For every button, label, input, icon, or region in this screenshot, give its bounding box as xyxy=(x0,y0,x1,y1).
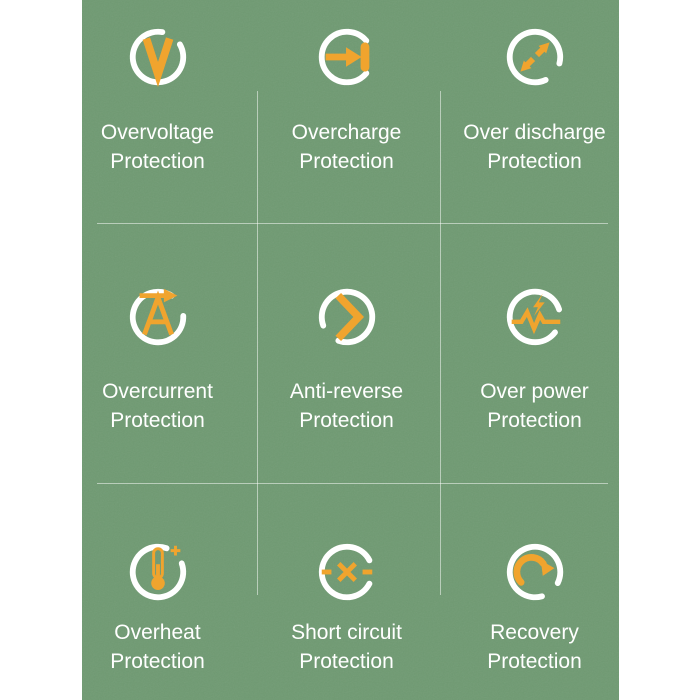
feature-line1: Overvoltage xyxy=(100,121,215,144)
green-panel: Overvoltage Protection Overcharge Protec… xyxy=(82,0,619,700)
feature-line1: Overheat xyxy=(114,621,201,644)
grid-divider-vertical xyxy=(440,91,441,595)
feature-cell-overcurrent: Overcurrent Protection xyxy=(82,223,245,483)
feature-label: Overheat Protection xyxy=(110,618,205,676)
feature-line1: Over power xyxy=(480,380,589,403)
feature-cell-short-circuit: Short circuit Protection xyxy=(255,483,438,700)
over-discharge-icon xyxy=(506,28,563,86)
overheat-icon xyxy=(129,543,186,601)
feature-cell-over-discharge: Over discharge Protection xyxy=(445,0,619,223)
feature-cell-anti-reverse: Anti-reverse Protection xyxy=(255,223,438,483)
feature-cell-over-power: Over power Protection xyxy=(445,223,619,483)
feature-cell-overcharge: Overcharge Protection xyxy=(255,0,438,223)
feature-cell-overheat: Overheat Protection xyxy=(82,483,245,700)
overcurrent-icon xyxy=(129,288,186,346)
feature-label: Anti-reverse Protection xyxy=(290,377,403,435)
feature-line2: Protection xyxy=(487,409,582,432)
feature-line2: Protection xyxy=(110,409,205,432)
grid-divider-horizontal xyxy=(97,223,608,224)
feature-label: Recovery Protection xyxy=(487,618,582,676)
feature-label: Overvoltage Protection xyxy=(101,118,214,176)
grid-divider-horizontal xyxy=(97,483,608,484)
feature-label: Overcharge Protection xyxy=(292,118,402,176)
feature-line1: Short circuit xyxy=(291,621,402,644)
feature-label: Short circuit Protection xyxy=(291,618,402,676)
feature-line2: Protection xyxy=(487,150,582,173)
over-power-icon xyxy=(506,288,562,346)
feature-row: Overheat Protection Short circuit Protec… xyxy=(82,483,619,700)
feature-cell-recovery: Recovery Protection xyxy=(445,483,619,700)
feature-line2: Protection xyxy=(110,150,205,173)
feature-line2: Protection xyxy=(487,650,582,673)
feature-line1: Overcharge xyxy=(291,121,402,144)
feature-line1: Recovery xyxy=(490,621,579,644)
feature-line1: Overcurrent xyxy=(102,380,213,403)
feature-row: Overcurrent Protection Anti-reverse Prot… xyxy=(82,223,619,483)
anti-reverse-icon xyxy=(318,288,375,346)
short-circuit-icon xyxy=(318,543,372,601)
feature-line2: Protection xyxy=(299,409,394,432)
feature-row: Overvoltage Protection Overcharge Protec… xyxy=(82,0,619,223)
overvoltage-icon xyxy=(129,28,186,88)
feature-cell-overvoltage: Overvoltage Protection xyxy=(82,0,245,223)
overcharge-icon xyxy=(318,28,369,86)
grid-divider-vertical xyxy=(257,91,258,595)
feature-label: Over power Protection xyxy=(480,377,589,435)
feature-grid: Overvoltage Protection Overcharge Protec… xyxy=(82,0,619,700)
recovery-icon xyxy=(506,543,563,601)
feature-line1: Over discharge xyxy=(463,121,606,144)
feature-line2: Protection xyxy=(110,650,205,673)
feature-line2: Protection xyxy=(299,650,394,673)
feature-line1: Anti-reverse xyxy=(289,380,404,403)
feature-line2: Protection xyxy=(299,150,394,173)
feature-label: Overcurrent Protection xyxy=(102,377,213,435)
feature-label: Over discharge Protection xyxy=(463,118,605,176)
